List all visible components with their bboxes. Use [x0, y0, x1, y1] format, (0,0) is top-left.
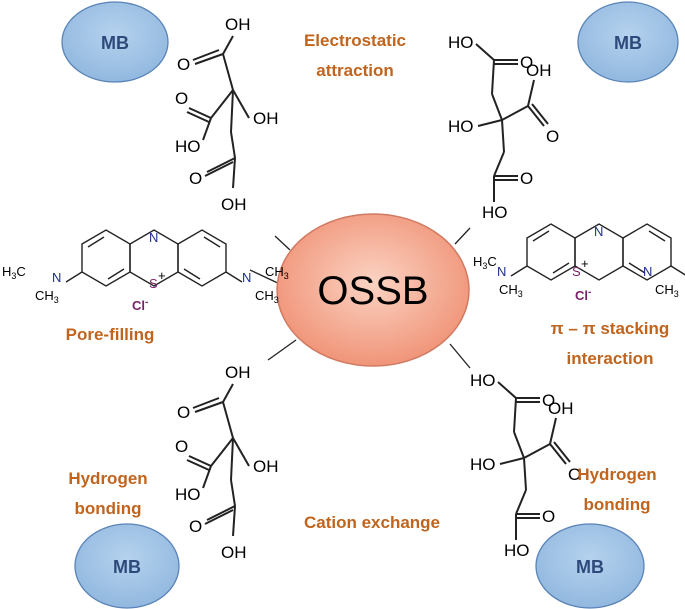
- methyl-label: H3C: [473, 254, 497, 271]
- nitrogen-label: N: [52, 270, 61, 285]
- mechanism-hydrogen-bonding-left-line2: bonding: [74, 499, 141, 518]
- mechanism-electrostatic-line1: Electrostatic: [304, 31, 406, 50]
- mb-molecule-bottom-right: MB: [535, 523, 645, 609]
- mechanism-pi-stacking-line2: interaction: [567, 349, 654, 368]
- charge-label: +: [158, 268, 166, 283]
- methyl-label: CH3: [499, 282, 523, 299]
- mechanism-pore-filling: Pore-filling: [66, 325, 155, 344]
- charge-label: +: [581, 256, 589, 271]
- mechanism-hydrogen-bonding-left-line1: Hydrogen: [68, 469, 147, 488]
- citric-acid-top-left: [174, 14, 280, 215]
- mb-label: MB: [101, 33, 129, 53]
- methyl-label: CH3: [265, 264, 289, 281]
- mb-molecule-bottom-left: MB: [74, 523, 180, 609]
- nitrogen-label: N: [149, 230, 158, 245]
- nitrogen-label: N: [594, 224, 603, 239]
- sulfur-label: S: [572, 264, 581, 279]
- methyl-label: H3C: [2, 264, 26, 281]
- citric-acid-top-right: [447, 32, 561, 223]
- mb-label: MB: [576, 557, 604, 577]
- mechanism-cation-exchange: Cation exchange: [304, 513, 440, 532]
- mechanism-pi-stacking-line1: π – π stacking: [551, 319, 670, 338]
- ossb-adsorbent: OSSB: [276, 213, 470, 367]
- mb-molecule-top-left: MB: [61, 1, 169, 83]
- sulfur-label: S: [149, 276, 158, 291]
- mechanism-hydrogen-bonding-right-line2: bonding: [583, 495, 650, 514]
- methylene-blue-left: N S + N N Cl- H3C CH3 CH3 CH3: [2, 229, 289, 313]
- mechanism-hydrogen-bonding-right-line1: Hydrogen: [577, 465, 656, 484]
- nitrogen-label: N: [242, 270, 251, 285]
- nitrogen-label: N: [643, 264, 652, 279]
- chloride-label: Cl-: [575, 287, 591, 303]
- chloride-label: Cl-: [132, 297, 148, 313]
- methyl-label: CH3: [35, 288, 59, 305]
- mb-label: MB: [614, 33, 642, 53]
- mechanism-electrostatic-line2: attraction: [316, 61, 393, 80]
- citric-acid-bottom-left: [174, 362, 280, 563]
- ossb-label: OSSB: [317, 269, 428, 313]
- methyl-label: CH3: [255, 288, 279, 305]
- mb-molecule-top-right: MB: [577, 1, 679, 83]
- mb-label: MB: [113, 557, 141, 577]
- methyl-label: CH3: [655, 282, 679, 299]
- methylene-blue-right: N S + N N Cl- H3C CH3 CH3: [473, 223, 685, 303]
- nitrogen-label: N: [497, 264, 506, 279]
